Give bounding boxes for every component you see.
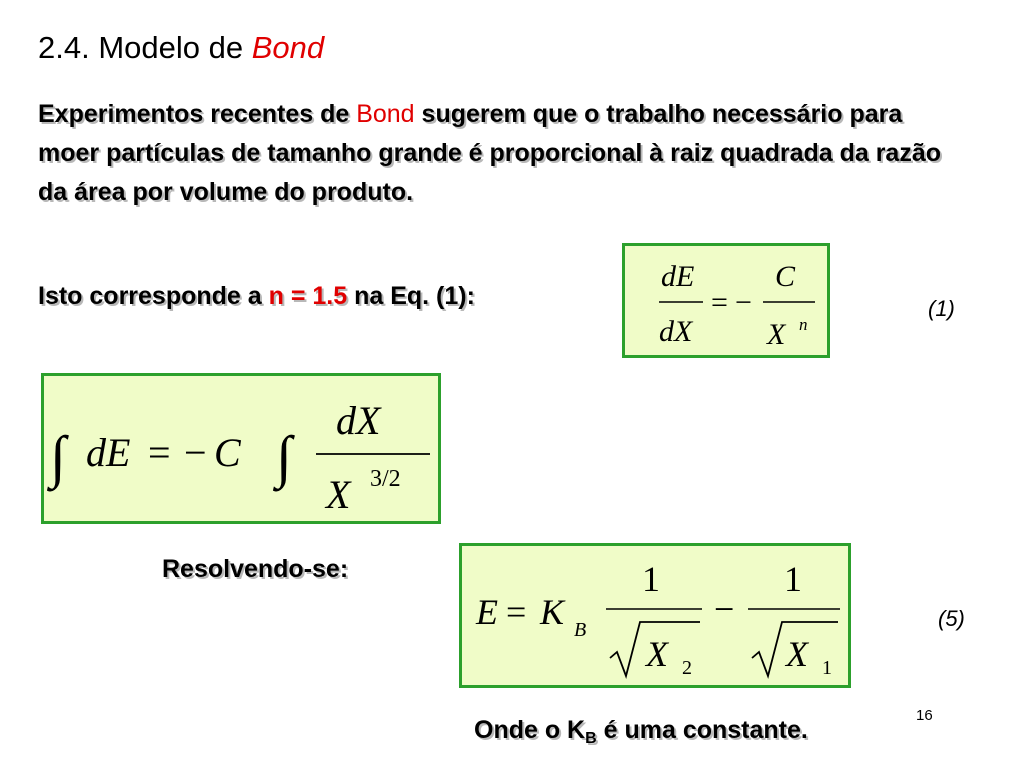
eq5-X1-subscript: 2 (682, 657, 692, 679)
integral-equation-box: ∫ dE = − C ∫ dX X 3/2 (41, 373, 441, 524)
integral-equation: ∫ dE = − C ∫ dX X 3/2 (46, 398, 430, 517)
isto-highlight: n = 1.5 (268, 282, 348, 310)
equation-5-box: E = K B 1 X 2 − 1 X 1 (459, 543, 851, 688)
paragraph-highlight: Bond (356, 100, 415, 128)
eq5-equals: = (506, 592, 526, 632)
equation-1-box: dE dX = − C X n (622, 243, 830, 358)
integral-exponent: 3/2 (370, 466, 401, 492)
intro-paragraph: Experimentos recentes de Bond sugerem qu… (38, 95, 968, 212)
eq5-K-subscript: B (574, 619, 586, 641)
isto-line: Isto corresponde a n = 1.5 na Eq. (1): (38, 282, 475, 311)
eq5-num2: 1 (784, 559, 802, 599)
eq1-equals: = (711, 286, 728, 319)
eq1-num-left: dE (661, 260, 694, 293)
eq5-sqrt-2 (751, 621, 838, 679)
eq1-minus: − (735, 286, 752, 319)
slide-title: 2.4. Modelo de Bond (38, 30, 324, 66)
onde-subscript: B (585, 730, 597, 747)
eq5-K: K (539, 592, 566, 632)
onde-line: Onde o KB é uma constante. (474, 716, 808, 748)
eq1-label: (1) (928, 296, 955, 321)
equation-1: dE dX = − C X n (659, 260, 815, 351)
eq1-den-right: X (766, 318, 787, 351)
isto-part2: na Eq. (1): (347, 282, 475, 310)
integral-dE: dE (86, 430, 130, 475)
integral-denominator: X (324, 472, 352, 517)
eq5-X1: X (644, 634, 670, 674)
resolvendo-label: Resolvendo-se: (162, 555, 349, 583)
paragraph-part1: Experimentos recentes de (38, 100, 357, 128)
integral-sign-right: ∫ (272, 424, 295, 492)
eq1-exponent: n (799, 315, 808, 334)
eq5-num1: 1 (642, 559, 660, 599)
onde-part2: é uma constante. (596, 716, 808, 744)
integral-equals: = (148, 430, 171, 475)
eq5-X2-subscript: 1 (822, 657, 832, 679)
paragraph-part2: sugerem que o trabalho necessário para m… (38, 100, 942, 206)
integral-sign-left: ∫ (46, 424, 69, 492)
equation-5: E = K B 1 X 2 − 1 X 1 (475, 559, 840, 679)
integral-C: C (214, 430, 242, 475)
title-highlight: Bond (251, 30, 325, 65)
eq5-sqrt-1 (609, 621, 700, 679)
eq1-den-left: dX (659, 315, 694, 348)
isto-part1: Isto corresponde a (38, 282, 269, 310)
integral-numerator: dX (336, 398, 382, 443)
title-prefix: 2.4. Modelo de (38, 30, 252, 65)
page-number: 16 (916, 707, 933, 724)
eq5-label: (5) (938, 606, 965, 631)
eq5-minus: − (714, 589, 734, 629)
eq1-num-right: C (775, 260, 796, 293)
eq5-E: E (475, 592, 498, 632)
integral-minus: − (184, 430, 207, 475)
onde-part1: Onde o K (474, 716, 586, 744)
eq5-X2: X (784, 634, 810, 674)
